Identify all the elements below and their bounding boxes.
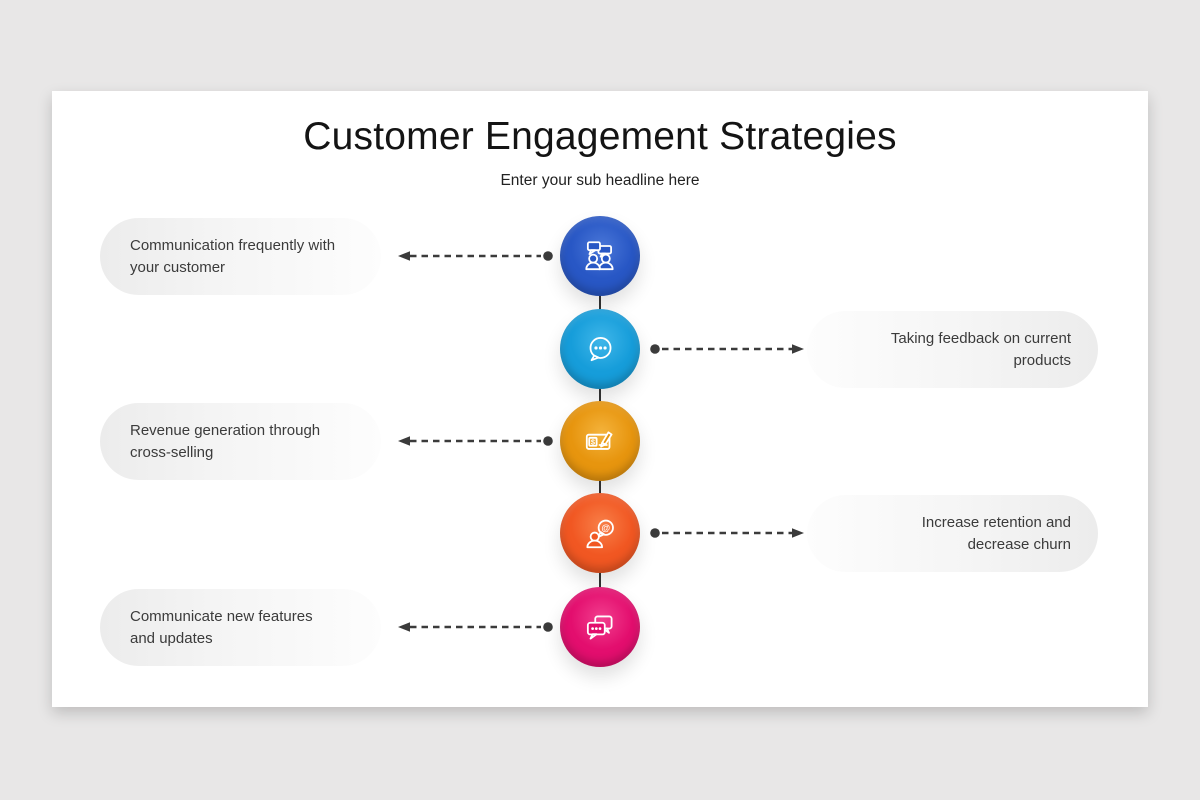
step-circle-1 bbox=[560, 216, 640, 296]
svg-text:@: @ bbox=[601, 523, 610, 533]
label-text-2: Taking feedback on current products bbox=[890, 329, 1071, 369]
svg-text:$: $ bbox=[591, 438, 595, 447]
label-card-1: Communication frequently with your custo… bbox=[100, 218, 381, 295]
step-circle-2 bbox=[560, 309, 640, 389]
arrow-right-4 bbox=[650, 528, 804, 538]
step-circle-3: $ bbox=[560, 401, 640, 481]
step-circle-5 bbox=[560, 587, 640, 667]
label-text-3: Revenue generation through cross-selling bbox=[130, 421, 321, 461]
cheque-pen-icon: $ bbox=[585, 431, 613, 450]
arrow-left-1 bbox=[398, 251, 553, 261]
arrow-left-5 bbox=[398, 622, 553, 632]
page-title: Customer Engagement Strategies bbox=[303, 115, 897, 158]
people-chat-icon bbox=[585, 241, 614, 271]
step-circle-4: @ bbox=[560, 493, 640, 573]
label-card-2: Taking feedback on current products bbox=[807, 311, 1098, 388]
page-subtitle: Enter your sub headline here bbox=[500, 172, 700, 189]
arrow-left-3 bbox=[398, 436, 553, 446]
arrow-right-2 bbox=[650, 344, 804, 354]
label-text-5: Communicate new features and updates bbox=[130, 607, 313, 647]
label-text-1: Communication frequently with your custo… bbox=[130, 236, 336, 276]
slide: Customer Engagement Strategies Enter you… bbox=[52, 91, 1148, 707]
chat-double-icon bbox=[586, 615, 613, 640]
person-at-icon: @ bbox=[586, 519, 614, 549]
label-card-4: Increase retention and decrease churn bbox=[807, 495, 1098, 572]
label-card-5: Communicate new features and updates bbox=[100, 589, 381, 666]
label-card-3: Revenue generation through cross-selling bbox=[100, 403, 381, 480]
chat-dots-icon bbox=[589, 337, 612, 362]
label-text-4: Increase retention and decrease churn bbox=[921, 513, 1071, 553]
